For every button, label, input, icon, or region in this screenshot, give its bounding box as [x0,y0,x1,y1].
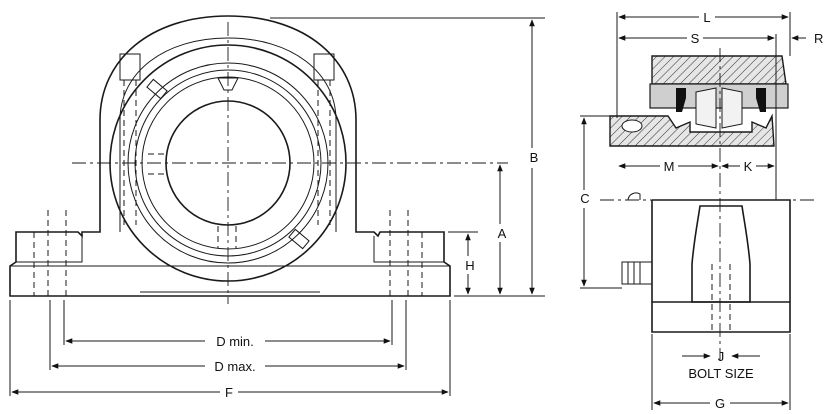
dim-S-label: S [691,31,700,46]
dim-L-label: L [703,10,710,25]
housing-outline [9,15,451,297]
front-view [9,15,508,304]
dim-A-label: A [498,226,507,241]
side-fitting [621,261,653,285]
dim-B-label: B [530,150,539,165]
roller-left [695,87,717,129]
right-cap-bolt [313,53,335,225]
left-cap-bolt [119,53,141,225]
roller-right [721,87,743,129]
cap-section [651,55,787,85]
set-screw-top [146,78,168,100]
right-foot [373,236,444,263]
grease-hole [621,119,643,133]
dim-Dmax-label: D max. [214,359,255,374]
dim-J-label: J [718,349,725,364]
bolt-size-label: BOLT SIZE [688,366,754,381]
grease-fitting [217,77,239,91]
cap-seal-band [649,83,789,109]
housing-inner-arc [119,37,337,232]
dim-Dmin-label: D min. [216,334,254,349]
dim-R-label: R [814,31,823,46]
set-screw-bottom [288,228,310,250]
dim-F-label: F [225,385,233,400]
left-foot [16,236,83,263]
lube-plug [627,192,641,201]
left-seal [676,88,686,112]
right-seal [756,88,766,112]
side-dimensions: L S R C M K J BOLT SIZE G [576,8,823,412]
dim-G-label: G [715,396,725,411]
pedestal-body [651,199,791,333]
dim-H-label: H [465,258,474,273]
front-dimensions: B A H D min. D max. F [9,17,545,401]
base-section [609,113,775,147]
side-view [600,48,818,360]
foot-rib [691,205,751,303]
dim-K-label: K [744,159,753,174]
dim-M-label: M [664,159,675,174]
dim-C-label: C [580,191,589,206]
